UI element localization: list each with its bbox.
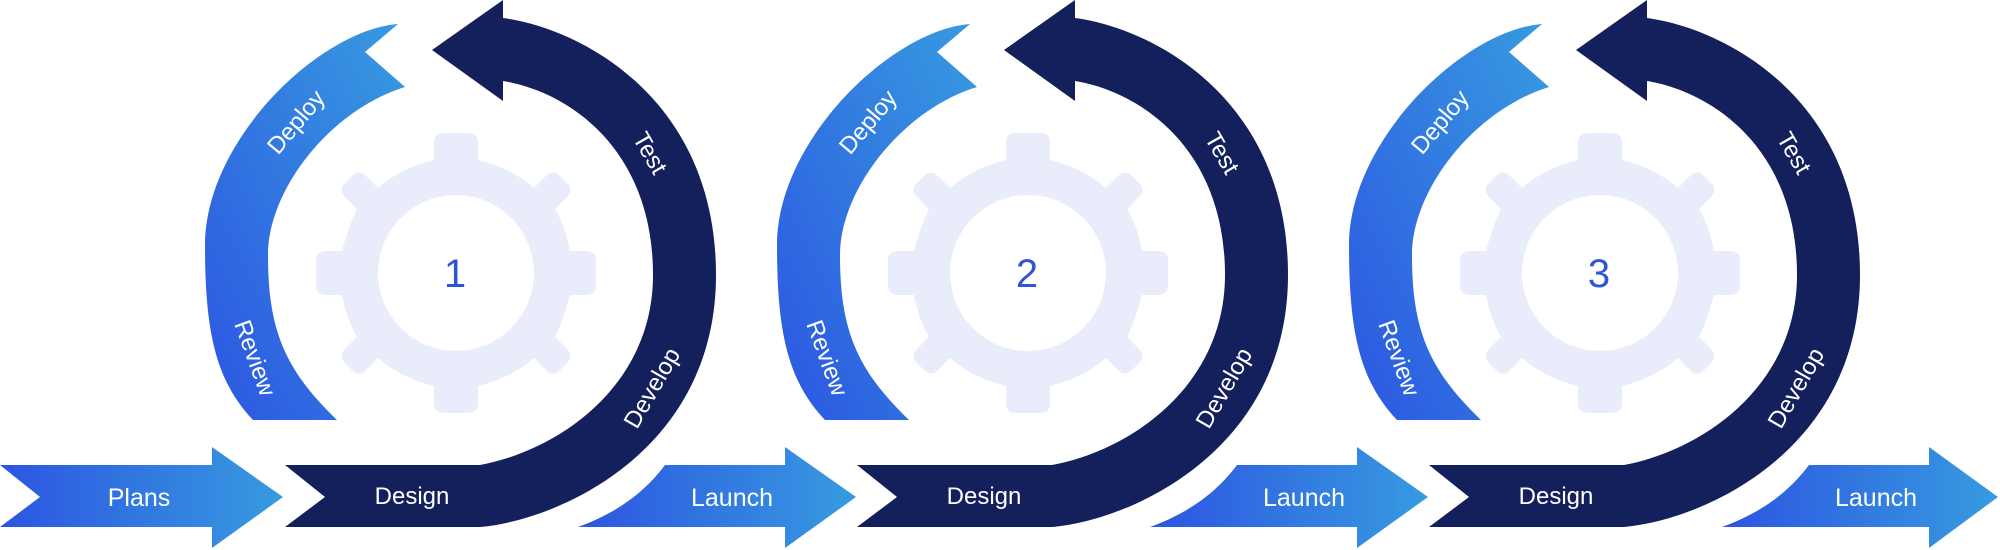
cycle-3: Design Develop Test Deploy Review 3 (1349, 0, 1860, 527)
launch-label-1: Launch (691, 484, 773, 512)
plans-arrow: Plans (0, 447, 283, 548)
launch-label-3: Launch (1835, 484, 1917, 512)
launch-arrow-3: Launch (1722, 447, 1998, 548)
design-label: Design (947, 483, 1022, 510)
design-label: Design (1519, 483, 1594, 510)
launch-arrow-2: Launch (1150, 447, 1428, 548)
plans-label: Plans (108, 484, 171, 512)
review-deploy-arrow (205, 24, 405, 420)
design-develop-test-arrow (1429, 0, 1860, 527)
cycle-1: Design Develop Test Deploy Review 1 (205, 0, 716, 527)
launch-arrow-1: Launch (578, 447, 856, 548)
cycle-2: Design Develop Test Deploy Review 2 (777, 0, 1288, 527)
launch-label-2: Launch (1263, 484, 1345, 512)
cycle-number: 2 (1016, 252, 1038, 296)
design-develop-test-arrow (857, 0, 1288, 527)
design-develop-test-arrow (285, 0, 716, 527)
cycle-number: 3 (1588, 252, 1610, 296)
review-deploy-arrow (777, 24, 977, 420)
review-deploy-arrow (1349, 24, 1549, 420)
design-label: Design (375, 483, 450, 510)
cycle-number: 1 (444, 252, 466, 296)
